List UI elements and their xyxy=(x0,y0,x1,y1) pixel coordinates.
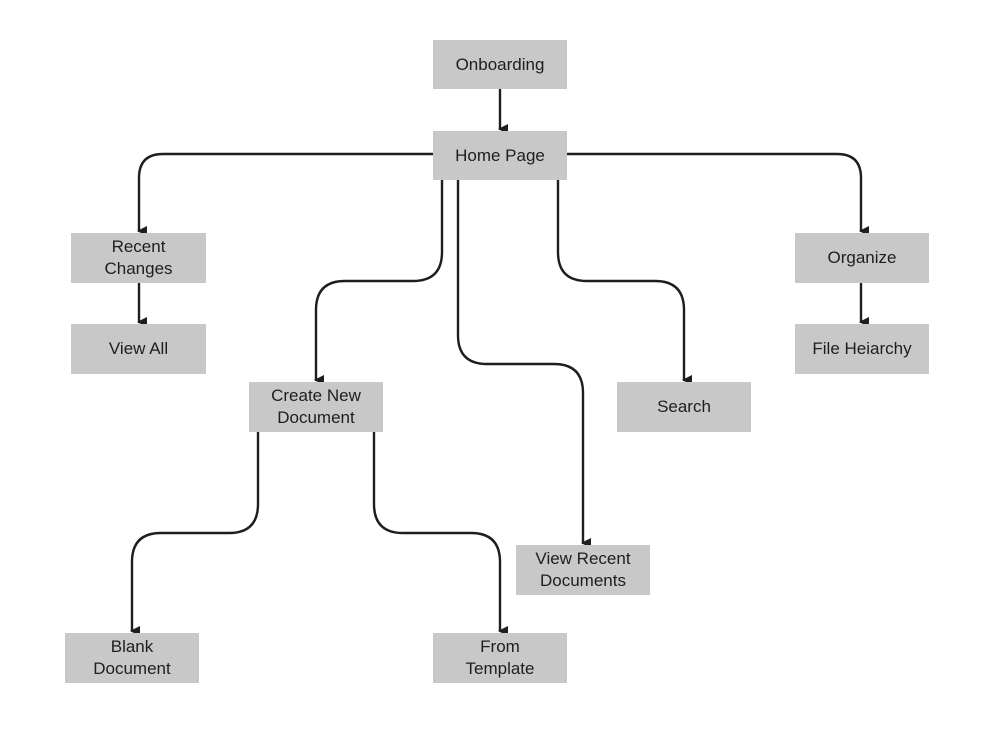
node-onboarding: Onboarding xyxy=(433,40,567,89)
node-organize-label: Organize xyxy=(827,248,897,267)
node-view-recent-documents-label-line-2: Documents xyxy=(540,571,626,590)
node-view-recent-documents-label-line-1: View Recent xyxy=(535,549,631,568)
edge-home-page-to-view-recent-documents xyxy=(456,178,591,548)
node-create-new-document: Create New Document xyxy=(249,382,383,432)
node-blank-document-label-line-2: Document xyxy=(93,659,171,678)
edge-home-page-to-organize xyxy=(565,152,869,236)
node-create-new-document-label-line-2: Document xyxy=(277,408,355,427)
node-recent-changes: Recent Changes xyxy=(71,233,206,283)
edge-create-new-document-to-from-template xyxy=(372,430,508,636)
edge-create-new-document-to-blank-document xyxy=(130,430,260,636)
edge-home-page-to-recent-changes xyxy=(137,152,435,236)
node-file-heiarchy: File Heiarchy xyxy=(795,324,929,374)
node-recent-changes-label-line-1: Recent xyxy=(111,237,166,256)
node-search: Search xyxy=(617,382,751,432)
node-create-new-document-label-line-1: Create New xyxy=(271,386,361,405)
node-file-heiarchy-label: File Heiarchy xyxy=(812,339,912,358)
node-view-all: View All xyxy=(71,324,206,374)
node-home-page-label: Home Page xyxy=(455,145,545,165)
node-home-page: Home Page xyxy=(433,131,567,180)
node-from-template-label-line-1: From xyxy=(480,637,520,656)
node-recent-changes-label-line-2: Changes xyxy=(104,259,173,278)
node-blank-document-label-line-1: Blank xyxy=(110,637,154,656)
node-view-all-label: View All xyxy=(108,339,169,358)
edge-home-page-to-search xyxy=(556,178,692,385)
node-from-template-label-line-2: Template xyxy=(465,659,535,678)
node-search-label: Search xyxy=(657,397,711,416)
node-organize: Organize xyxy=(795,233,929,283)
node-blank-document: Blank Document xyxy=(65,633,199,683)
node-onboarding-label: Onboarding xyxy=(455,54,545,74)
node-from-template: From Template xyxy=(433,633,567,683)
node-view-recent-documents: View Recent Documents xyxy=(516,545,650,595)
edge-home-page-to-create-new-document xyxy=(314,178,444,385)
